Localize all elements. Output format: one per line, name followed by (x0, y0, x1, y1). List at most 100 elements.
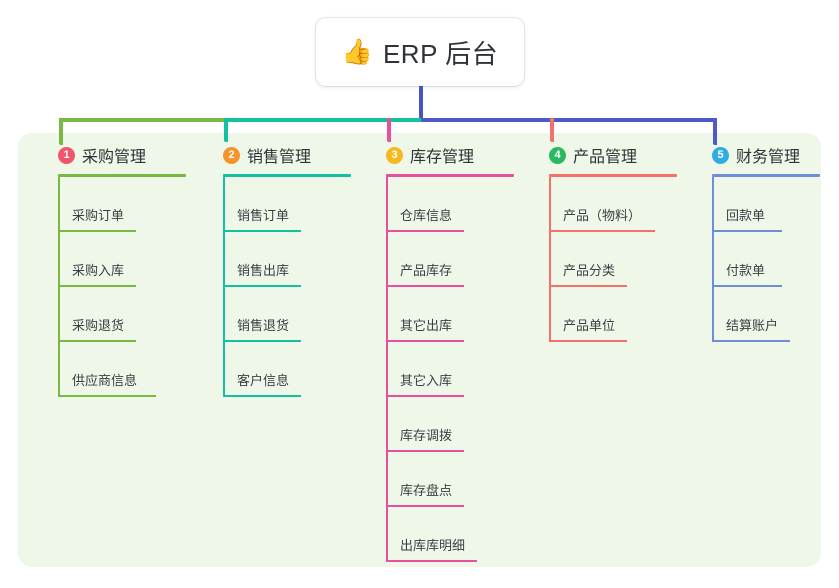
leaf-item[interactable]: 产品分类 (529, 232, 679, 287)
bus-segment-3 (421, 118, 715, 122)
leaf-item-rule (58, 230, 136, 232)
column-rule-1 (58, 174, 186, 177)
leaf-item-label: 其它出库 (400, 318, 453, 333)
diagram-panel (18, 133, 821, 567)
leaf-item[interactable]: 结算账户 (692, 287, 822, 342)
column-title-5: 财务管理 (736, 149, 801, 166)
leaf-item[interactable]: 仓库信息 (366, 177, 516, 232)
column-rule-5 (712, 174, 820, 177)
column-items-4: 产品（物料） 产品分类产品单位 (529, 177, 679, 342)
column-title-4: 产品管理 (573, 149, 638, 166)
bus-segment-2 (224, 118, 421, 122)
column-badge-3: 3 (386, 146, 403, 164)
column-items-5: 回款单付款单结算账户 (692, 177, 822, 342)
leaf-item[interactable]: 产品库存 (366, 232, 516, 287)
leaf-item-label: 产品库存 (400, 263, 453, 278)
leaf-item-rule (223, 340, 301, 342)
bus-stub-4 (550, 118, 554, 142)
leaf-item-label: 客户信息 (237, 373, 290, 388)
leaf-item[interactable]: 回款单 (692, 177, 822, 232)
leaf-item-label: 销售退货 (237, 318, 290, 333)
leaf-item[interactable]: 产品（物料） (529, 177, 679, 232)
leaf-item-rule (549, 230, 655, 232)
leaf-item-label: 销售出库 (237, 263, 290, 278)
leaf-item-rule (712, 230, 782, 232)
root-title: ERP 后台 (382, 38, 499, 69)
bus-segment-1 (59, 118, 224, 122)
bus-stub-3 (387, 118, 391, 142)
leaf-item-label: 供应商信息 (72, 373, 138, 388)
column-badge-4: 4 (549, 146, 566, 164)
column-badge-2: 2 (223, 146, 240, 164)
leaf-item[interactable]: 客户信息 (203, 342, 353, 397)
root-node[interactable]: 👍 ERP 后台 (316, 18, 524, 86)
column-header-1[interactable]: 1 采购管理 (38, 143, 188, 167)
leaf-item[interactable]: 供应商信息 (38, 342, 188, 397)
column-header-5[interactable]: 5 财务管理 (692, 143, 822, 167)
leaf-item[interactable]: 付款单 (692, 232, 822, 287)
leaf-item-rule (386, 505, 464, 507)
leaf-item[interactable]: 采购入库 (38, 232, 188, 287)
column-spine-1 (58, 177, 60, 397)
leaf-item-rule (549, 285, 627, 287)
column-5: 5 财务管理回款单付款单结算账户 (692, 143, 822, 342)
leaf-item-rule (386, 450, 464, 452)
leaf-item[interactable]: 出库库明细 (366, 507, 516, 562)
bus-stub-1 (59, 118, 63, 145)
leaf-item-rule (58, 285, 136, 287)
leaf-item-rule (223, 395, 301, 397)
column-title-1: 采购管理 (82, 149, 147, 166)
leaf-item-label: 回款单 (726, 208, 766, 223)
column-rule-4 (549, 174, 677, 177)
column-4: 4 产品管理产品（物料） 产品分类产品单位 (529, 143, 679, 342)
leaf-item[interactable]: 采购退货 (38, 287, 188, 342)
leaf-item[interactable]: 采购订单 (38, 177, 188, 232)
leaf-item-label: 采购入库 (72, 263, 125, 278)
leaf-item-label: 销售订单 (237, 208, 290, 223)
leaf-item-label: 出库库明细 (400, 538, 466, 553)
leaf-item[interactable]: 销售出库 (203, 232, 353, 287)
column-3: 3 库存管理仓库信息产品库存其它出库其它入库库存调拨库存盘点出库库明细 (366, 143, 516, 562)
leaf-item-label: 产品单位 (563, 318, 616, 333)
leaf-item-rule (386, 285, 464, 287)
bus-stub-5 (713, 118, 717, 145)
leaf-item-rule (223, 230, 301, 232)
leaf-item-rule (712, 285, 782, 287)
leaf-item-label: 产品（物料） (563, 208, 642, 223)
column-items-2: 销售订单销售出库销售退货客户信息 (203, 177, 353, 397)
leaf-item-rule (223, 285, 301, 287)
leaf-item-rule (386, 395, 464, 397)
column-rule-2 (223, 174, 351, 177)
column-header-3[interactable]: 3 库存管理 (366, 143, 516, 167)
leaf-item-label: 采购退货 (72, 318, 125, 333)
leaf-item-label: 产品分类 (563, 263, 616, 278)
column-badge-1: 1 (58, 146, 75, 164)
leaf-item-rule (549, 340, 627, 342)
leaf-item-label: 仓库信息 (400, 208, 453, 223)
leaf-item[interactable]: 其它入库 (366, 342, 516, 397)
column-badge-5: 5 (712, 146, 729, 164)
column-rule-3 (386, 174, 514, 177)
column-header-4[interactable]: 4 产品管理 (529, 143, 679, 167)
leaf-item-rule (386, 560, 477, 562)
bus-stub-2 (224, 118, 228, 142)
leaf-item[interactable]: 其它出库 (366, 287, 516, 342)
leaf-item[interactable]: 销售订单 (203, 177, 353, 232)
leaf-item[interactable]: 库存盘点 (366, 452, 516, 507)
leaf-item[interactable]: 产品单位 (529, 287, 679, 342)
leaf-item-label: 其它入库 (400, 373, 453, 388)
leaf-item-label: 付款单 (726, 263, 766, 278)
leaf-item[interactable]: 销售退货 (203, 287, 353, 342)
leaf-item-rule (386, 230, 464, 232)
root-trunk-connector (419, 86, 423, 120)
column-1: 1 采购管理采购订单采购入库采购退货供应商信息 (38, 143, 188, 397)
leaf-item-label: 库存调拨 (400, 428, 453, 443)
column-items-3: 仓库信息产品库存其它出库其它入库库存调拨库存盘点出库库明细 (366, 177, 516, 562)
leaf-item-rule (58, 395, 156, 397)
column-spine-3 (386, 177, 388, 562)
leaf-item[interactable]: 库存调拨 (366, 397, 516, 452)
column-title-3: 库存管理 (410, 149, 475, 166)
